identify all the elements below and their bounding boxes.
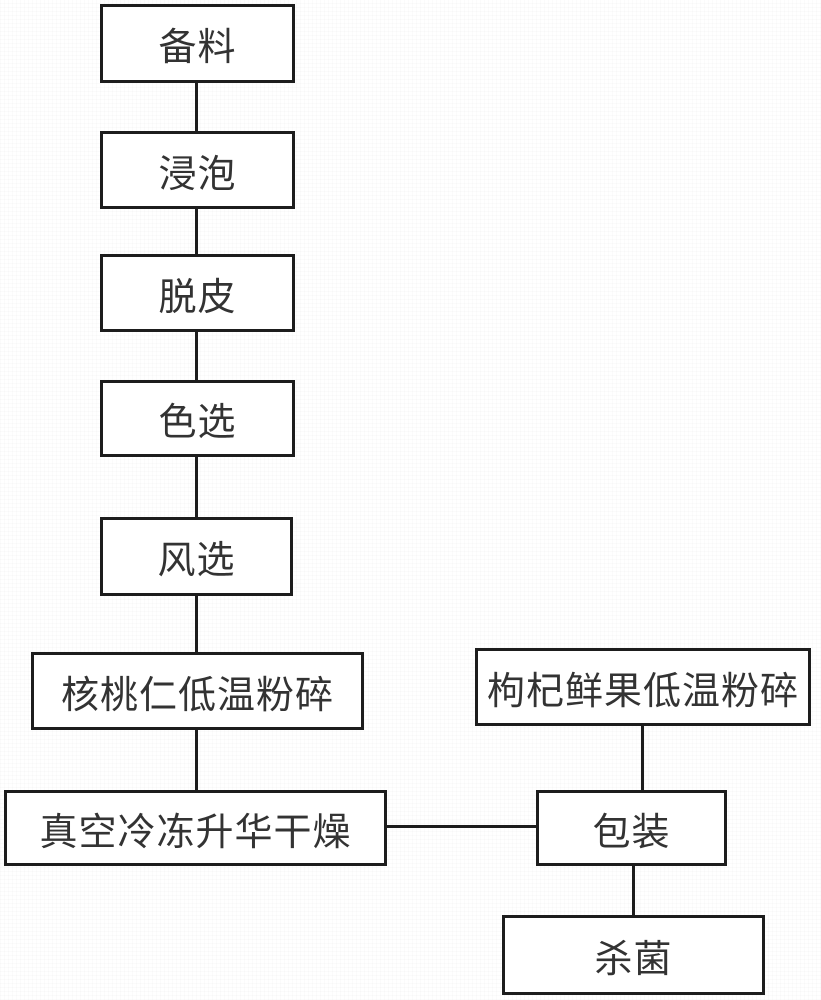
node-color-sorting: 色选 (100, 380, 295, 457)
connector-color-to-air-sorting (195, 457, 198, 517)
connector-peel-to-color-sorting (195, 332, 198, 380)
node-walnut-low-temp-crushing: 核桃仁低温粉碎 (31, 652, 364, 730)
node-goji-low-temp-crushing: 枸杞鲜果低温粉碎 (475, 648, 811, 726)
connector-packaging-to-sterilization (632, 866, 635, 915)
node-peel: 脱皮 (100, 254, 295, 332)
connector-walnut-to-freeze-drying (195, 730, 198, 790)
connector-goji-to-packaging (641, 726, 644, 790)
connector-air-sorting-to-walnut (195, 596, 198, 652)
node-packaging: 包装 (536, 790, 727, 866)
node-vacuum-freeze-drying: 真空冷冻升华干燥 (4, 790, 387, 866)
node-air-sorting: 风选 (100, 517, 293, 596)
connector-soak-to-peel (195, 209, 198, 254)
node-soak: 浸泡 (100, 131, 295, 209)
node-sterilization: 杀菌 (502, 915, 765, 995)
connector-freeze-drying-to-packaging (387, 825, 536, 828)
node-prepare-materials: 备料 (100, 4, 295, 83)
connector-prepare-to-soak (195, 83, 198, 131)
